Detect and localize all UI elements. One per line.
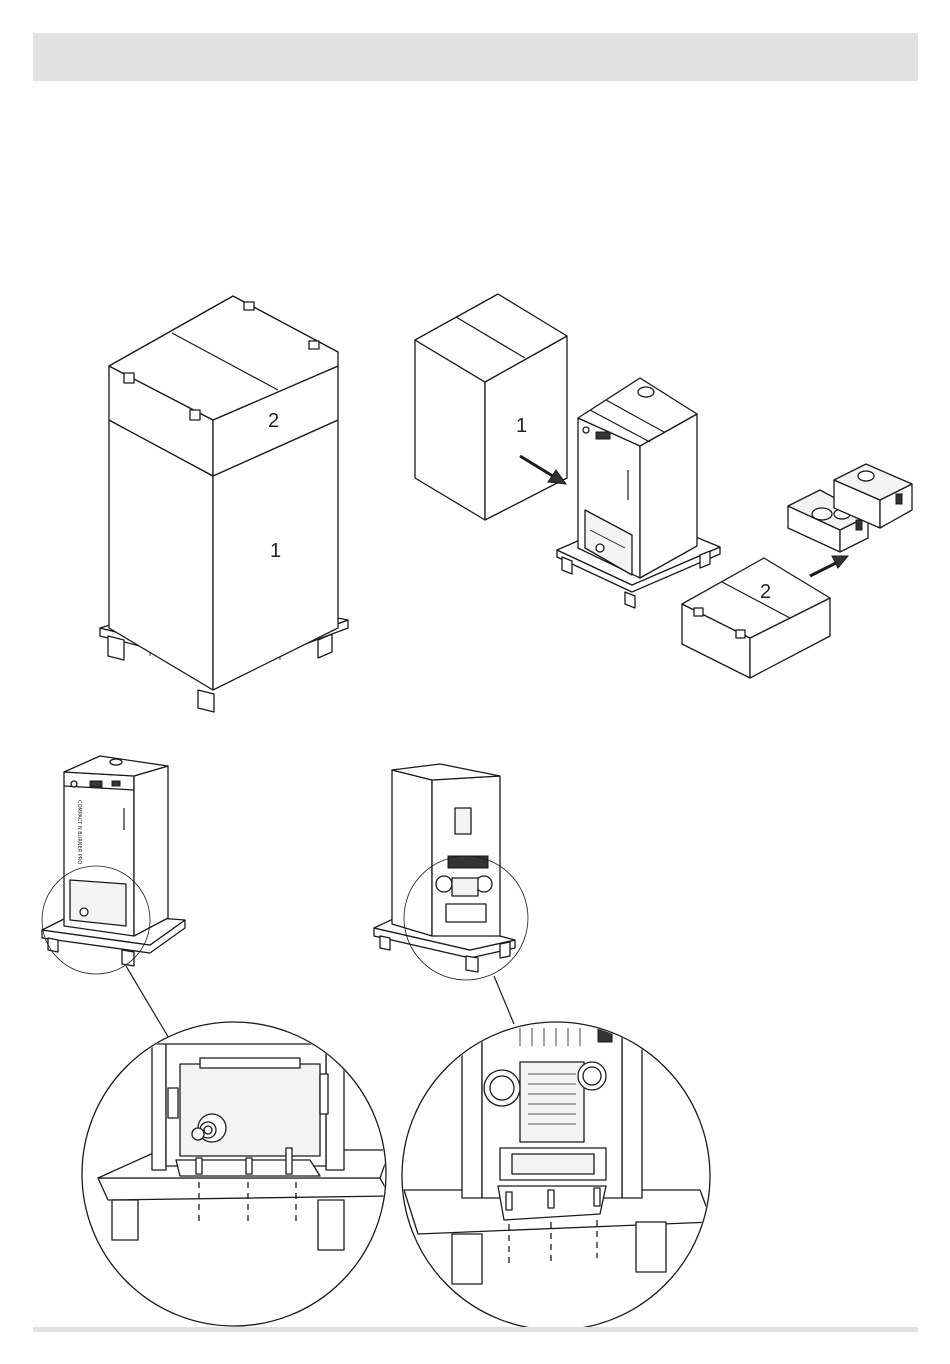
packed-unit-figure: 2 1	[100, 296, 348, 712]
stove-back-figure	[374, 764, 528, 1024]
stove-front-figure: COMPACT N BURNER PRO	[42, 756, 185, 1040]
removed-box-label: 1	[516, 415, 527, 437]
front-fixing-detail	[82, 1022, 390, 1326]
stove-side-text: COMPACT N BURNER PRO	[76, 800, 82, 864]
footer-bar	[33, 1327, 918, 1332]
unpacked-figure: 1 2	[415, 294, 912, 678]
lower-box-label: 1	[270, 540, 281, 562]
floor-box-label: 2	[760, 581, 771, 603]
back-fixing-detail	[402, 1022, 712, 1330]
upper-box-label: 2	[268, 410, 279, 432]
